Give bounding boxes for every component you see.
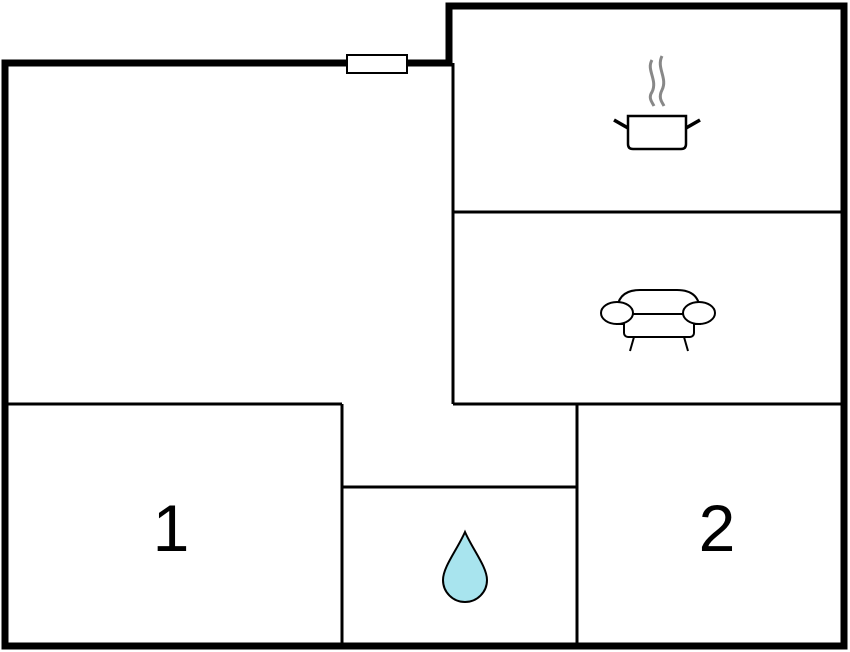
window	[346, 54, 408, 74]
water-drop-icon	[441, 529, 489, 603]
room-bathroom	[441, 529, 489, 603]
cooking-pot-icon	[613, 55, 701, 151]
sofa-icon	[600, 289, 716, 352]
room-label-1: 1	[153, 491, 190, 565]
interior-walls	[5, 63, 844, 646]
room-living-room	[600, 289, 716, 352]
room-bedroom-1: 1	[153, 491, 190, 565]
room-kitchen	[613, 55, 701, 151]
room-label-2: 2	[699, 491, 736, 565]
room-bedroom-2: 2	[699, 491, 736, 565]
